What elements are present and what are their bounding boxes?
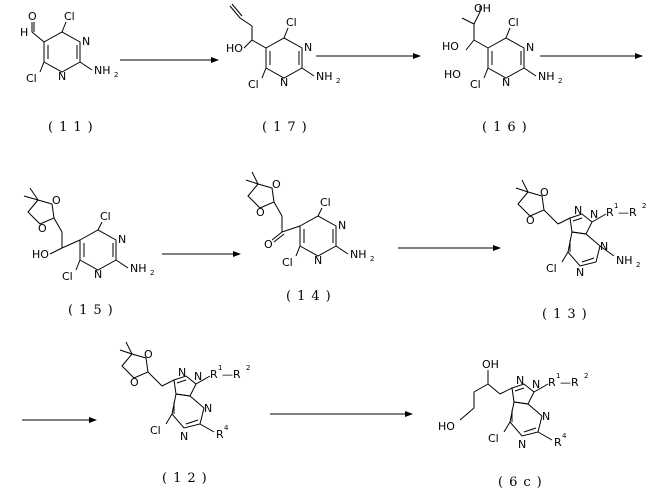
atom-label: Cl [248,78,259,91]
atom-label: O [144,348,153,361]
atom-subscript: 2 [370,255,374,263]
atom-superscript: 4 [224,424,229,432]
atom-label: Cl [26,72,37,85]
atom-label: N [94,268,102,281]
atom-label: N [338,219,346,232]
compound-11: O H Cl N N Cl NH 2 [20,10,118,85]
compound-label-11: (11) [48,120,99,135]
atom-label: R [606,206,614,219]
atom-label: N [118,233,126,246]
compound-13: O O N N R 1 —R 2 N N Cl NH 2 [516,180,646,279]
compound-label-14: (14) [286,289,337,304]
atom-label: —R [222,368,241,381]
atom-label: NH [94,64,111,77]
atom-subscript: 2 [150,269,154,277]
atom-label: NH [316,70,333,83]
atom-subscript: 2 [336,77,340,85]
atom-label: N [304,41,312,54]
atom-subscript: 2 [558,77,562,85]
atom-label: N [204,402,212,415]
atom-label: N [542,410,550,423]
atom-label: O [28,10,37,23]
atom-label: Cl [100,210,111,223]
atom-label: N [178,366,186,379]
atom-label: HO [444,68,461,81]
compound-12: O O N N R 1 —R 2 N N Cl R 4 [120,342,250,443]
atom-label: O [38,222,47,235]
atom-superscript: 4 [562,432,567,440]
atom-label: O [540,186,549,199]
atom-label: NH [350,248,367,261]
atom-label: N [532,378,540,391]
atom-label: O [130,376,139,389]
compound-label-12: (12) [162,471,213,486]
atom-label: OH [482,358,499,371]
atom-label: N [194,370,202,383]
atom-label: N [502,76,510,89]
atom-label: N [518,438,526,451]
atom-label: N [574,204,582,217]
atom-label: HO [226,42,243,55]
compound-14: O O O Cl N N Cl NH 2 [246,172,374,269]
atom-label: HO [442,40,459,53]
atom-label: Cl [286,16,297,29]
atom-label: —R [560,376,579,389]
compound-15: O O HO Cl N N Cl NH 2 [24,188,154,283]
atom-label: R [216,428,224,441]
atom-label: HO [438,420,455,433]
atom-label: —R [618,206,637,219]
atom-label: Cl [546,262,557,275]
atom-label: Cl [508,16,519,29]
atom-label: N [516,374,524,387]
compound-label-16: (16) [482,120,533,135]
atom-label: NH [130,262,147,275]
compound-17: HO Cl N N Cl NH 2 [226,4,340,91]
atom-label: O [526,214,535,227]
atom-label: Cl [320,196,331,209]
atom-label: Cl [64,10,75,23]
atom-label: R [210,368,218,381]
atom-subscript: 2 [114,71,118,79]
atom-label: O [272,178,281,191]
compound-label-17: (17) [262,120,313,135]
atom-label: HO [32,248,49,261]
atom-label: N [82,35,90,48]
atom-label: N [590,208,598,221]
atom-label: N [280,76,288,89]
atom-label: N [180,430,188,443]
atom-label: O [264,238,273,251]
atom-label: Cl [488,432,499,445]
atom-subscript: 2 [636,261,640,269]
compound-label-13: (13) [542,307,593,322]
atom-label: O [256,206,265,219]
atom-label: R [548,376,556,389]
atom-label: N [576,266,584,279]
atom-label: N [600,240,608,253]
atom-label: O [52,194,61,207]
compound-label-6c: (6c) [498,475,548,490]
atom-label: R [554,436,562,449]
atom-label: N [314,254,322,267]
atom-label: H [20,26,28,39]
atom-label: NH [538,70,555,83]
atom-superscript: 2 [246,364,250,372]
atom-superscript: 2 [584,372,588,380]
atom-superscript: 2 [642,202,646,210]
compound-label-15: (15) [68,303,119,318]
atom-label: Cl [62,270,73,283]
atom-label: Cl [470,78,481,91]
compound-16: OH HO HO Cl N N Cl NH 2 [442,2,562,91]
atom-label: N [58,70,66,83]
atom-label: OH [474,2,491,15]
compound-6c: OH HO N N R 1 —R 2 N N Cl R 4 [438,358,588,451]
atom-label: N [526,41,534,54]
atom-label: Cl [282,256,293,269]
atom-label: Cl [150,424,161,437]
atom-label: NH [616,254,633,267]
